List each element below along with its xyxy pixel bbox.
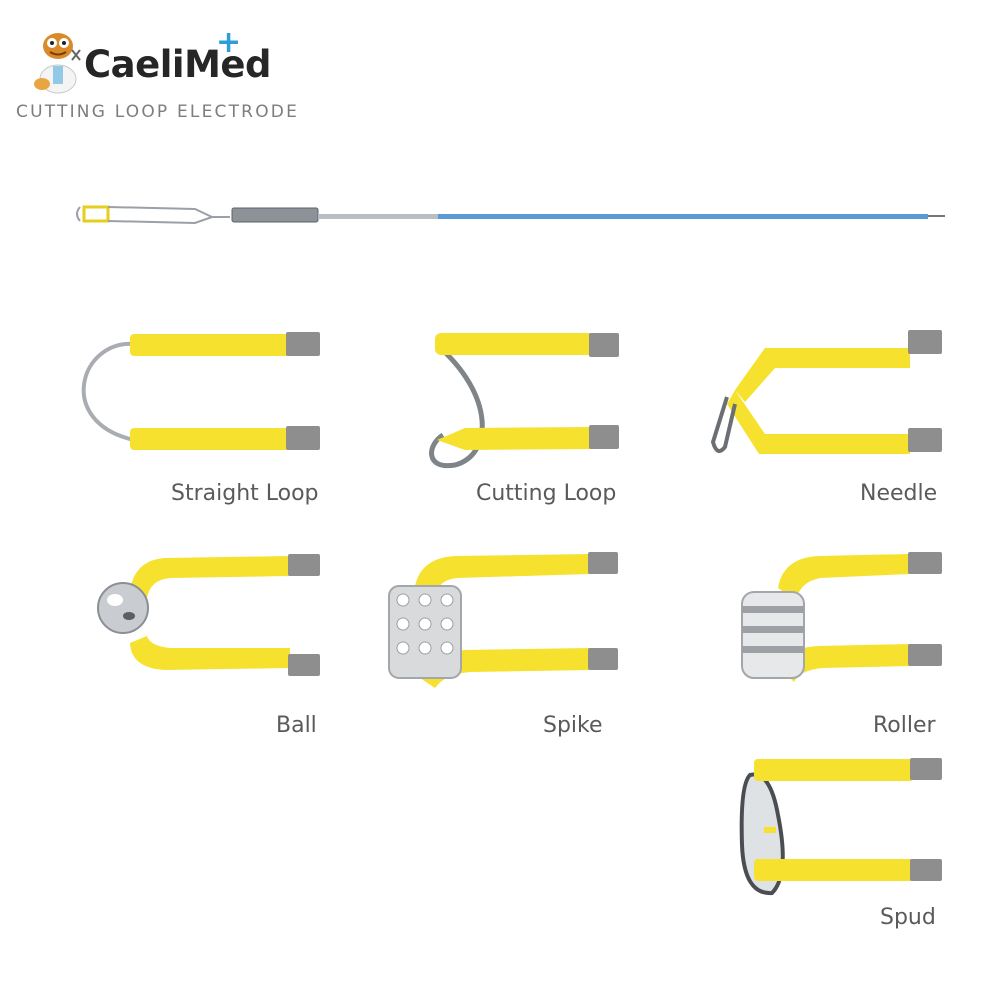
tip-label-straight-loop: Straight Loop [171, 481, 319, 506]
mascot-logo-icon [34, 33, 81, 94]
straight-loop-tip-image [81, 332, 320, 450]
tip-label-ball: Ball [276, 713, 317, 738]
spud-tip-image [739, 758, 942, 896]
tip-label-spike: Spike [543, 713, 603, 738]
tip-label-spud: Spud [880, 905, 936, 930]
brand-plus-icon: + [216, 25, 242, 60]
spike-tip-image [388, 552, 618, 688]
brand-name: CaeliMed [84, 43, 271, 86]
needle-tip-image [710, 330, 942, 454]
cutting-loop-tip-image [429, 333, 619, 469]
ball-tip-image [97, 554, 320, 676]
product-title: CUTTING LOOP ELECTRODE [16, 102, 300, 122]
tip-label-cutting-loop: Cutting Loop [476, 481, 617, 506]
full-electrode-image [76, 205, 945, 225]
tip-label-needle: Needle [860, 481, 938, 506]
roller-tip-image [741, 552, 942, 682]
tip-label-roller: Roller [873, 713, 936, 738]
